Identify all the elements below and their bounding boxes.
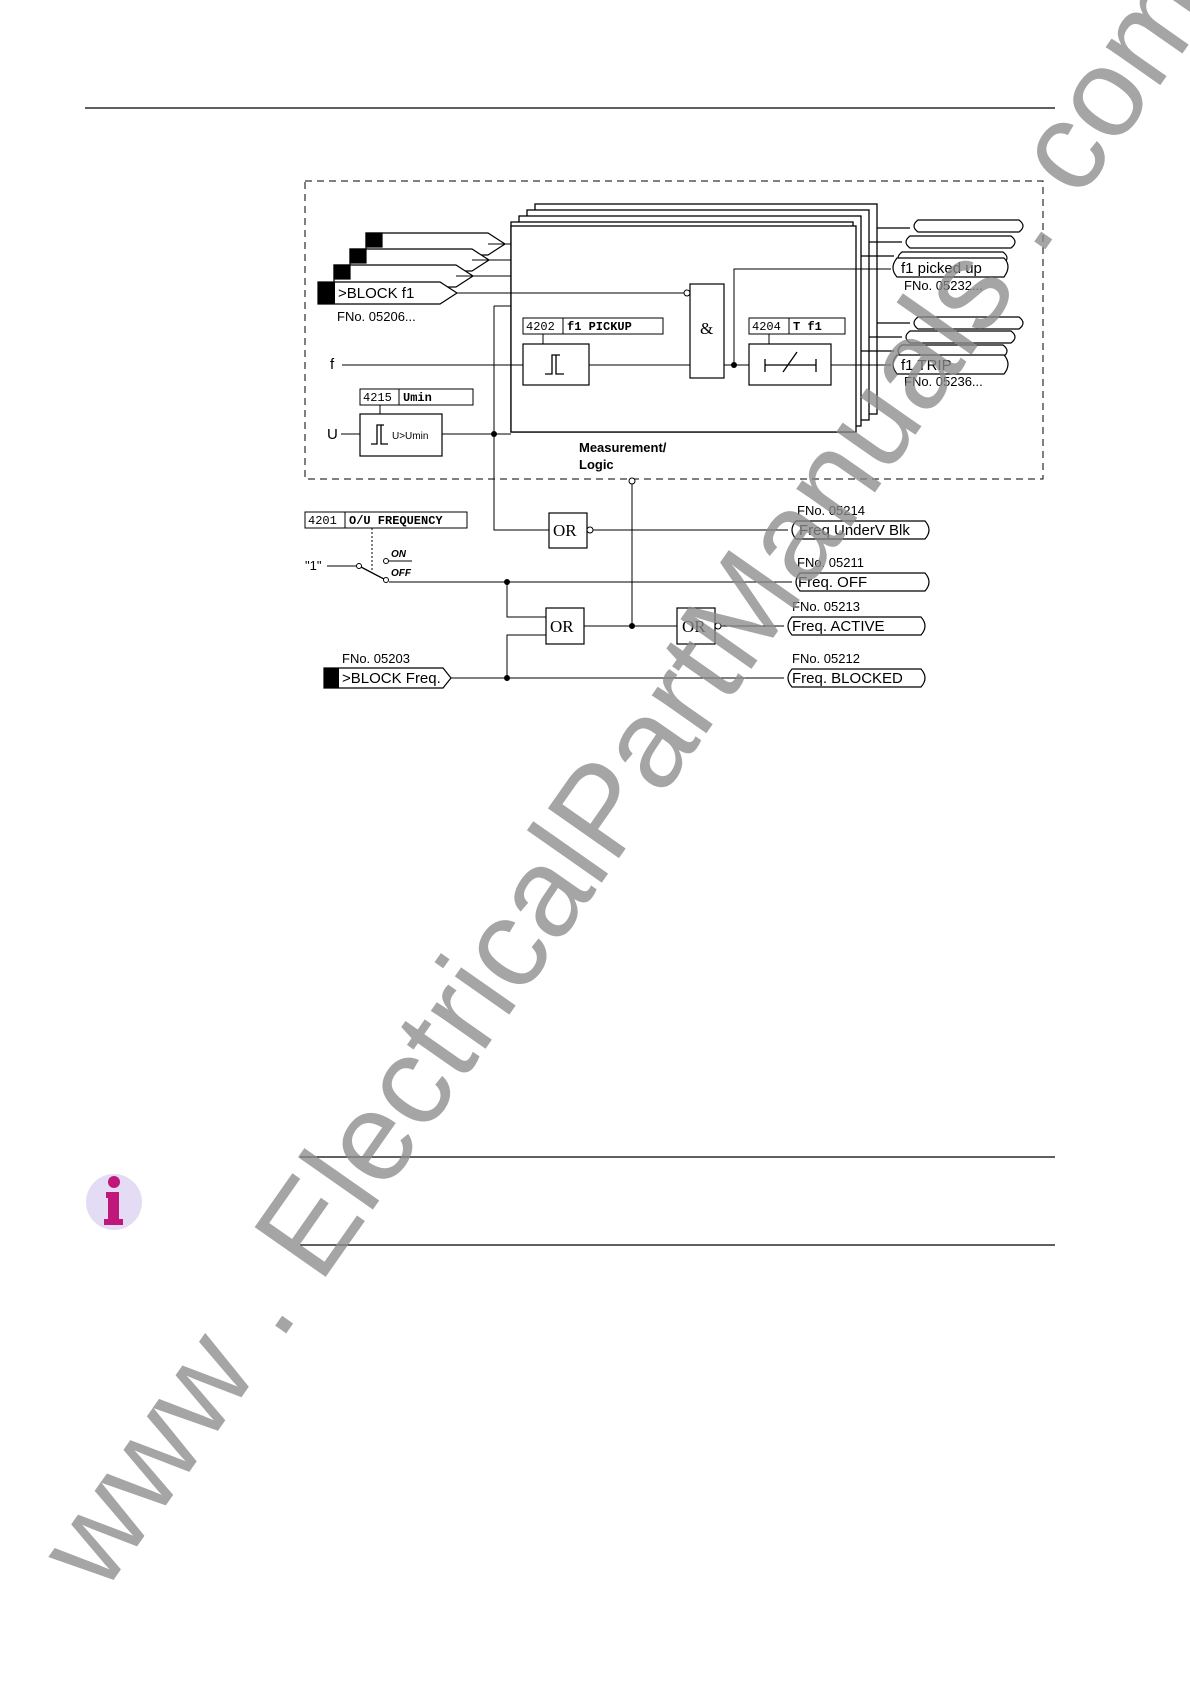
block-freq-input[interactable]: >BLOCK Freq. — [323, 667, 452, 689]
trip-output-stack — [861, 316, 1024, 358]
f1-picked-up-label: f1 picked up — [901, 260, 982, 277]
block-f1-fno: FNo. 05206... — [337, 309, 416, 324]
ou-frequency-addr: 4201 — [308, 514, 337, 528]
block-freq-label: >BLOCK Freq. — [342, 670, 441, 687]
u-input-label: U — [327, 426, 338, 443]
block-f1-input[interactable]: >BLOCK f1 — [317, 281, 459, 305]
switch-on-label: ON — [391, 549, 407, 560]
t-f1-param[interactable]: 4204 T f1 — [748, 317, 846, 335]
info-icon — [86, 1174, 142, 1230]
freq-off-label: Freq. OFF — [798, 574, 867, 591]
or-gate-2: OR — [545, 607, 585, 645]
freq-active-label: Freq. ACTIVE — [792, 618, 885, 635]
or-gate-3: OR — [676, 607, 716, 645]
t-f1-name: T f1 — [793, 320, 822, 334]
umin-param[interactable]: 4215 Umin — [359, 388, 474, 406]
or-gate-1-label: OR — [553, 521, 577, 540]
freq-off-fno: FNo. 05211 — [797, 555, 864, 570]
f1-trip-output[interactable]: f1 TRIP — [892, 354, 1009, 375]
block-f1-label: >BLOCK f1 — [338, 285, 414, 302]
umin-threshold-block: U>Umin — [359, 413, 443, 457]
one-input-label: "1" — [305, 558, 322, 573]
freq-active-output[interactable]: Freq. ACTIVE — [787, 616, 926, 636]
f1-picked-up-fno: FNo. 05232... — [904, 278, 983, 293]
function-frame — [304, 180, 1044, 480]
block-freq-fno: FNo. 05203 — [342, 651, 410, 666]
block-caption-1: Measurement/ — [579, 440, 667, 455]
freq-underv-blk-label: Freq UnderV Blk — [799, 522, 910, 539]
or-gate-3-label: OR — [682, 617, 706, 636]
ou-frequency-name: O/U FREQUENCY — [349, 514, 443, 528]
freq-active-fno: FNo. 05213 — [792, 599, 860, 614]
t-f1-timer — [748, 343, 832, 386]
block-input-wires — [456, 243, 691, 297]
umin-condition: U>Umin — [392, 431, 428, 442]
switch-off-label: OFF — [391, 568, 412, 579]
freq-blocked-output[interactable]: Freq. BLOCKED — [787, 668, 926, 688]
f1-pickup-name: f1 PICKUP — [567, 320, 632, 334]
on-off-switch[interactable]: ON OFF — [327, 549, 412, 583]
t-f1-addr: 4204 — [752, 320, 781, 334]
block-caption-2: Logic — [579, 457, 614, 472]
and-gate-label: & — [700, 319, 713, 338]
umin-name: Umin — [403, 391, 432, 405]
underv-blk-fno: FNo. 05214 — [797, 503, 865, 518]
freq-underv-blk-output[interactable]: Freq UnderV Blk — [791, 520, 930, 540]
f1-threshold-block — [522, 343, 590, 386]
freq-off-output[interactable]: Freq. OFF — [795, 572, 930, 592]
f1-pickup-addr: 4202 — [526, 320, 555, 334]
ou-frequency-param[interactable]: 4201 O/U FREQUENCY — [304, 511, 468, 529]
and-gate: & — [689, 283, 725, 379]
f-input-label: f — [330, 356, 335, 373]
or-gate-1: OR — [548, 512, 588, 549]
umin-addr: 4215 — [363, 391, 392, 405]
freq-blocked-fno: FNo. 05212 — [792, 651, 860, 666]
or-gate-2-label: OR — [550, 617, 574, 636]
freq-blocked-label: Freq. BLOCKED — [792, 670, 903, 687]
f1-pickup-param[interactable]: 4202 f1 PICKUP — [522, 317, 664, 335]
f1-trip-fno: FNo. 05236... — [904, 374, 983, 389]
f1-picked-up-output[interactable]: f1 picked up — [892, 257, 1009, 278]
f1-trip-label: f1 TRIP — [901, 357, 952, 374]
